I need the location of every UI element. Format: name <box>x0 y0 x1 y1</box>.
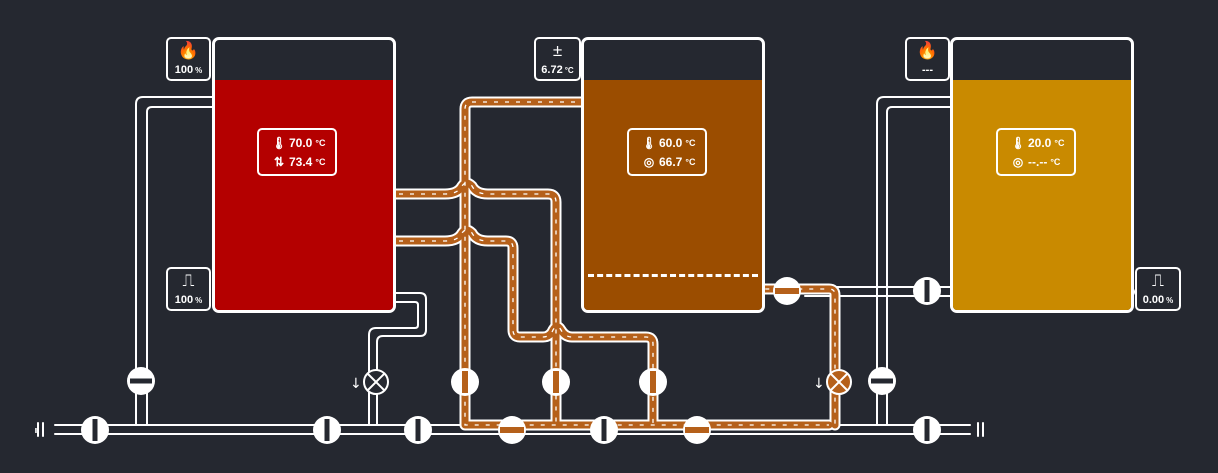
up-down-arrows-icon: ⇅ <box>273 154 285 169</box>
pump-icon[interactable] <box>404 416 432 444</box>
flame-icon: 🔥 <box>177 41 200 60</box>
tank-boiler-left[interactable] <box>212 37 396 313</box>
pump-icon[interactable] <box>639 368 667 396</box>
plus-minus-icon: ± <box>552 41 563 60</box>
thermometer-icon: 🌡 <box>271 135 287 150</box>
mixing-valve-icon[interactable]: ↓ <box>350 369 389 395</box>
svg-text:↓: ↓ <box>350 376 362 392</box>
tank1-temp: 70.0 <box>289 135 313 150</box>
pulse-icon: ⎍ <box>1152 271 1164 290</box>
tank-fill <box>953 80 1131 310</box>
pump-icons: ↓ ↓ ⏸ <box>34 277 941 444</box>
svg-text:↓: ↓ <box>813 376 825 392</box>
tank-boiler-right[interactable] <box>950 37 1134 313</box>
tank3-target: --.-- <box>1028 154 1048 169</box>
tank3-readout: 🌡20.0°C ◎--.--°C <box>996 128 1077 176</box>
pump-icon[interactable] <box>542 368 570 396</box>
tank3-pulse-badge[interactable]: ⎍ 0.00% <box>1135 267 1181 311</box>
thermometer-icon: 🌡 <box>641 135 657 150</box>
pump-icon[interactable] <box>773 277 801 305</box>
tank2-temp: 60.0 <box>659 135 683 150</box>
pump-icon[interactable] <box>913 416 941 444</box>
thermometer-icon: 🌡 <box>1010 135 1026 150</box>
tank2-delta-badge[interactable]: ± 6.72°C <box>534 37 581 81</box>
tank2-target: 66.7 <box>659 154 683 169</box>
pump-icon[interactable] <box>683 416 711 444</box>
tank3-burner-badge[interactable]: 🔥 --- <box>905 37 950 81</box>
bus-end-icon: ⏸ <box>34 423 40 437</box>
tank2-readout: 🌡60.0°C ◎66.7°C <box>627 128 708 176</box>
tank-fill <box>215 80 393 310</box>
pump-icon[interactable] <box>498 416 526 444</box>
pump-icon[interactable] <box>81 416 109 444</box>
tank1-readout: 🌡70.0°C ⇅73.4°C <box>257 128 338 176</box>
mixing-valve-icon[interactable]: ↓ <box>813 369 852 395</box>
pulse-icon: ⎍ <box>182 271 195 290</box>
tank-fill <box>584 80 762 310</box>
pump-icon[interactable] <box>127 367 155 395</box>
tank-buffer-middle[interactable] <box>581 37 765 313</box>
target-icon: ◎ <box>643 154 655 169</box>
pump-icon[interactable] <box>868 367 896 395</box>
tank1-pulse-badge[interactable]: ⎍ 100% <box>166 267 211 311</box>
tank1-setpoint: 73.4 <box>289 154 313 169</box>
target-icon: ◎ <box>1012 154 1024 169</box>
tank3-temp: 20.0 <box>1028 135 1052 150</box>
flame-icon: 🔥 <box>916 41 939 60</box>
pump-icon[interactable] <box>451 368 479 396</box>
level-dash-line <box>588 274 758 277</box>
pump-icon[interactable] <box>913 277 941 305</box>
pump-icon[interactable] <box>313 416 341 444</box>
tank1-burner-badge[interactable]: 🔥 100% <box>166 37 211 81</box>
pump-icon[interactable] <box>590 416 618 444</box>
